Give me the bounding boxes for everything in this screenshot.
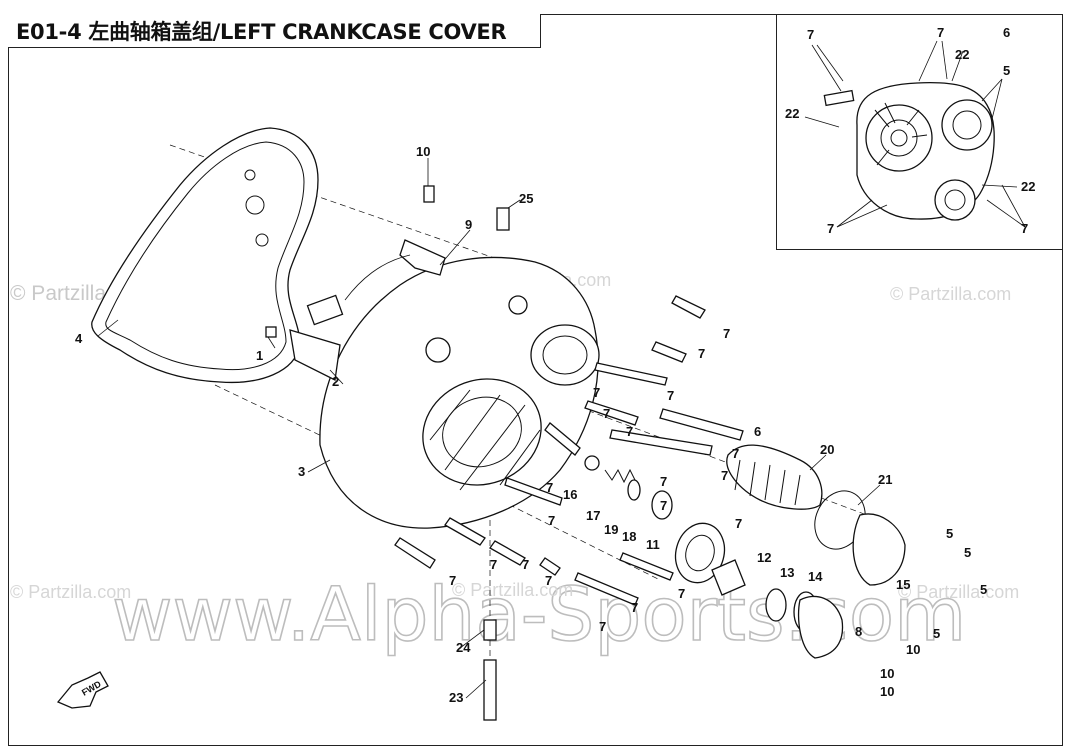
callout: 7 [548,513,555,528]
callout: 6 [754,424,761,439]
callout: 17 [586,508,600,523]
callout: 22 [1021,179,1035,194]
callout: 5 [946,526,953,541]
copyright-watermark: © Partzilla.com [890,284,1011,304]
callout: 7 [599,619,606,634]
callout: 7 [631,600,638,615]
callout: 1 [256,348,263,363]
callout: 7 [827,221,834,236]
callout: 22 [785,106,799,121]
callout: 11 [646,537,660,552]
callout: 9 [465,217,472,232]
callout: 7 [732,446,739,461]
callout: 7 [546,480,553,495]
callout: 25 [519,191,533,206]
callout: 4 [75,331,83,346]
callout: 7 [678,586,685,601]
gasket [91,127,319,384]
callout: 8 [855,624,862,639]
callout: 2 [332,374,339,389]
callout: 5 [933,626,940,641]
callout: 7 [735,516,742,531]
callout: 10 [416,144,430,159]
callout: 7 [603,406,610,421]
callout: 6 [1003,25,1010,40]
callout: 3 [298,464,305,479]
callout: 19 [604,522,618,537]
callout: 7 [593,385,600,400]
callout: 7 [626,424,633,439]
callout: 15 [896,577,910,592]
callout: 20 [820,442,834,457]
callout: 7 [723,326,730,341]
callout: 5 [1003,63,1010,78]
callout: 18 [622,529,636,544]
callout: 5 [964,545,971,560]
callout: 7 [660,498,667,513]
callout: 10 [880,666,894,681]
callout: 7 [545,573,552,588]
callout: 13 [780,565,794,580]
callout: 22 [955,47,969,62]
callout: 7 [937,25,944,40]
callout: 12 [757,550,771,565]
callout: 7 [698,346,705,361]
inset-drawing: 7 7 6 22 5 22 22 7 7 [785,25,1035,236]
copyright-watermark: © Partzilla.com [10,582,131,602]
callout: 7 [522,557,529,572]
callout: 10 [880,684,894,699]
assembled-view-inset: 7 7 6 22 5 22 22 7 7 [776,14,1063,250]
callout: 7 [449,573,456,588]
page-title: E01-4 左曲轴箱盖组/LEFT CRANKCASE COVER [16,19,507,44]
callout: 7 [807,27,814,42]
leader-lines [97,158,881,699]
callout: 5 [980,582,987,597]
diagram-title-box: E01-4 左曲轴箱盖组/LEFT CRANKCASE COVER [8,14,541,48]
callout: 16 [563,487,577,502]
copyright-watermark: © Partzilla.com [898,582,1019,602]
copyright-watermark: © Partzilla.com [452,580,573,600]
oil-filter [726,444,823,510]
callout: 7 [1021,221,1028,236]
callout-labels: 4 1 2 3 10 9 25 7 7 7 7 7 7 6 7 7 20 21 … [75,144,987,705]
callout: 7 [667,388,674,403]
callout: 10 [906,642,920,657]
bolt-set [394,295,744,606]
callout: 21 [878,472,892,487]
callout: 23 [449,690,463,705]
callout: 7 [721,468,728,483]
callout: 7 [490,557,497,572]
callout: 14 [808,569,823,584]
callout: 24 [456,640,471,655]
callout: 7 [660,474,667,489]
